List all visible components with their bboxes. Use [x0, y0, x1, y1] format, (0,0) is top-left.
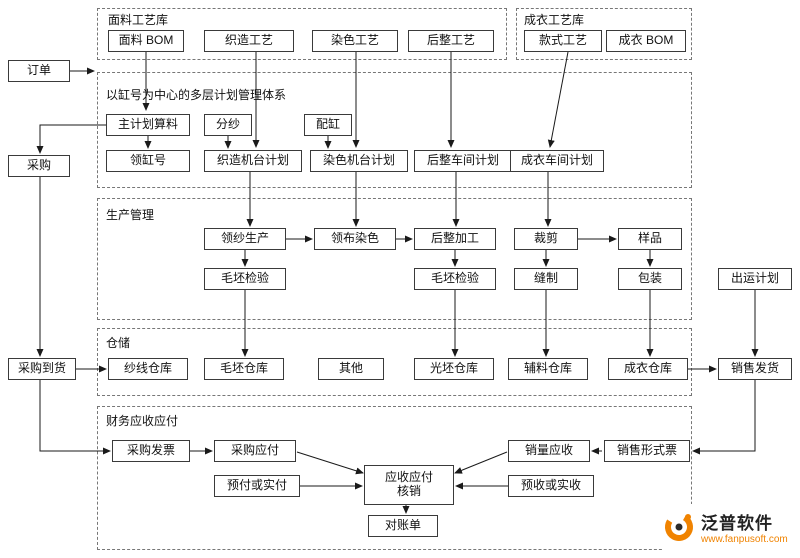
- node-blank-inspect-2: 毛坯检验: [414, 268, 496, 290]
- node-weave-craft: 织造工艺: [204, 30, 294, 52]
- group-title-finance: 财务应收应付: [106, 414, 179, 428]
- node-vat-no: 领缸号: [106, 150, 190, 172]
- group-title-planning: 以缸号为中心的多层计划管理体系: [106, 88, 287, 102]
- group-title-production: 生产管理: [106, 208, 155, 222]
- node-yarn-split: 分纱: [204, 114, 252, 136]
- node-finish-workshop-plan: 后整车间计划: [414, 150, 512, 172]
- group-title-fabric-library: 面料工艺库: [108, 13, 169, 27]
- node-master-plan: 主计划算料: [106, 114, 190, 136]
- node-verification: 应收应付 核销: [364, 465, 454, 505]
- node-finished-blank-warehouse: 光坯仓库: [414, 358, 494, 380]
- node-order: 订单: [8, 60, 70, 82]
- node-finish-process: 后整加工: [414, 228, 496, 250]
- node-dye-machine-plan: 染色机台计划: [310, 150, 408, 172]
- node-purchase: 采购: [8, 155, 70, 177]
- node-sewing: 缝制: [514, 268, 578, 290]
- group-title-garment-library: 成衣工艺库: [524, 13, 585, 27]
- node-vat-match: 配缸: [304, 114, 352, 136]
- node-accessory-warehouse: 辅料仓库: [508, 358, 588, 380]
- fanpu-swirl-icon: [665, 513, 693, 541]
- node-purchase-arrival: 采购到货: [8, 358, 76, 380]
- node-sales-delivery: 销售发货: [718, 358, 792, 380]
- node-yarn-warehouse: 纱线仓库: [108, 358, 188, 380]
- node-shipping-plan: 出运计划: [718, 268, 792, 290]
- node-purchase-payable: 采购应付: [214, 440, 296, 462]
- node-garment-workshop-plan: 成衣车间计划: [510, 150, 604, 172]
- node-sales-receivable: 销量应收: [508, 440, 590, 462]
- node-weave-machine-plan: 织造机台计划: [204, 150, 302, 172]
- node-garment-bom: 成衣 BOM: [606, 30, 686, 52]
- node-other-warehouse: 其他: [318, 358, 384, 380]
- group-fabric-library: [97, 8, 507, 60]
- group-title-warehouse: 仓储: [106, 336, 131, 350]
- node-purchase-invoice: 采购发票: [112, 440, 190, 462]
- node-cloth-dyeing: 领布染色: [314, 228, 396, 250]
- node-style-craft: 款式工艺: [524, 30, 602, 52]
- fanpu-logo-url: www.fanpusoft.com: [701, 534, 788, 545]
- node-cutting: 裁剪: [514, 228, 578, 250]
- node-blank-inspect-1: 毛坯检验: [204, 268, 286, 290]
- node-dye-craft: 染色工艺: [312, 30, 398, 52]
- node-prepaid: 预付或实付: [214, 475, 300, 497]
- node-yarn-production: 领纱生产: [204, 228, 286, 250]
- fanpu-logo: 泛普软件 www.fanpusoft.com: [662, 504, 796, 550]
- node-fabric-bom: 面料 BOM: [108, 30, 184, 52]
- group-garment-library: [516, 8, 692, 60]
- node-presales: 预收或实收: [508, 475, 594, 497]
- group-production: [97, 198, 692, 320]
- fanpu-logo-text: 泛普软件: [701, 514, 773, 533]
- group-warehouse: [97, 328, 692, 396]
- group-finance: [97, 406, 692, 550]
- node-statement: 对账单: [368, 515, 438, 537]
- node-garment-warehouse: 成衣仓库: [608, 358, 688, 380]
- node-packing: 包装: [618, 268, 682, 290]
- node-blank-warehouse: 毛坯仓库: [204, 358, 284, 380]
- node-sample: 样品: [618, 228, 682, 250]
- node-finish-craft: 后整工艺: [408, 30, 494, 52]
- node-sales-proforma: 销售形式票: [604, 440, 690, 462]
